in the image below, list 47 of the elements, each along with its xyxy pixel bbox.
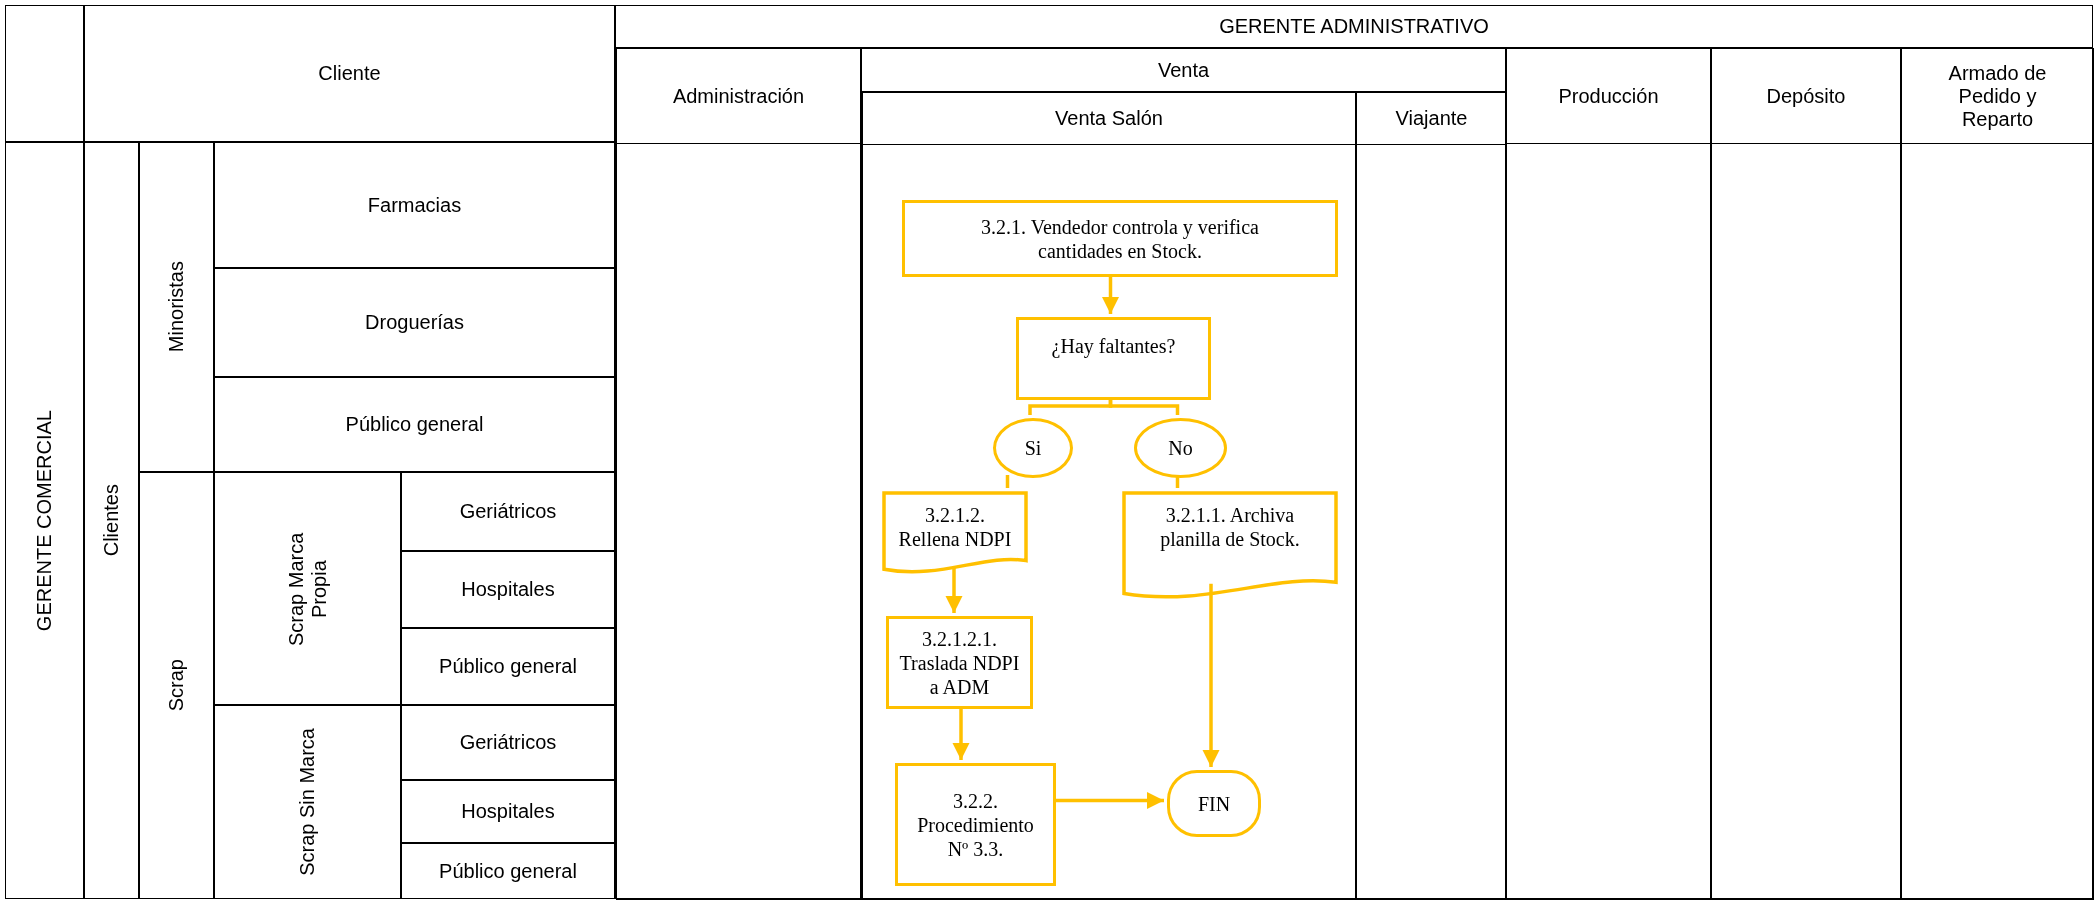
lane-title: Armado de Pedido y Reparto (1947, 61, 2048, 131)
row-header: Scrap Sin Marca (296, 728, 319, 876)
swimlane (1901, 48, 2094, 900)
swimlane (1506, 48, 1711, 900)
row-header: Droguerías (365, 311, 464, 334)
column-header: Cliente (318, 62, 381, 85)
row-header: Scrap Marca Propia (284, 530, 331, 648)
row-header: Hospitales (461, 578, 555, 601)
row-header: Clientes (100, 484, 123, 557)
connector-line (1175, 475, 1180, 488)
arrow (952, 706, 970, 760)
swimlane (861, 48, 1506, 900)
row-header: GERENTE COMERCIAL (33, 409, 56, 632)
swimlane (616, 48, 861, 900)
row-header: Público general (439, 655, 577, 678)
swimlane (1356, 92, 1507, 900)
arrow (1101, 274, 1120, 314)
row-header: Geriátricos (459, 500, 557, 523)
arrow (1053, 791, 1164, 810)
lane-title: Venta (1157, 58, 1210, 82)
connector-line (1005, 475, 1010, 488)
row-header: Hospitales (461, 800, 555, 823)
row-header: Minoristas (165, 261, 188, 353)
lane-title: Administración (672, 84, 805, 108)
connector-line (1108, 397, 1180, 415)
terminator-shape: FIN (1167, 770, 1261, 837)
row-header: Scrap (165, 659, 188, 712)
lane-title: GERENTE ADMINISTRATIVO (1219, 15, 1489, 38)
lane-title: Venta Salón (1055, 107, 1163, 130)
lane-title: Depósito (1766, 84, 1846, 108)
row-header: Geriátricos (459, 731, 557, 754)
row-header: Público general (345, 413, 484, 436)
process-box: 3.2.1.2.1. Traslada NDPI a ADM (886, 616, 1033, 709)
arrow (1202, 583, 1220, 767)
process-box: ¿Hay faltantes? (1016, 317, 1211, 400)
swimlane (1711, 48, 1901, 900)
row-header: Farmacias (367, 193, 462, 217)
process-box: 3.2.1. Vendedor controla y verifica cantidades en Stock. (902, 200, 1338, 277)
answer-oval: No (1134, 418, 1227, 478)
arrow (945, 566, 963, 613)
row-header: Público general (439, 859, 577, 883)
process-box: 3.2.2. Procedimiento Nº 3.3. (895, 763, 1056, 886)
answer-oval: Si (993, 418, 1073, 478)
lane-title: Producción (1558, 84, 1659, 108)
swimlane (862, 92, 1356, 900)
swimlane (615, 5, 2093, 899)
lane-title: Viajante (1395, 107, 1468, 130)
